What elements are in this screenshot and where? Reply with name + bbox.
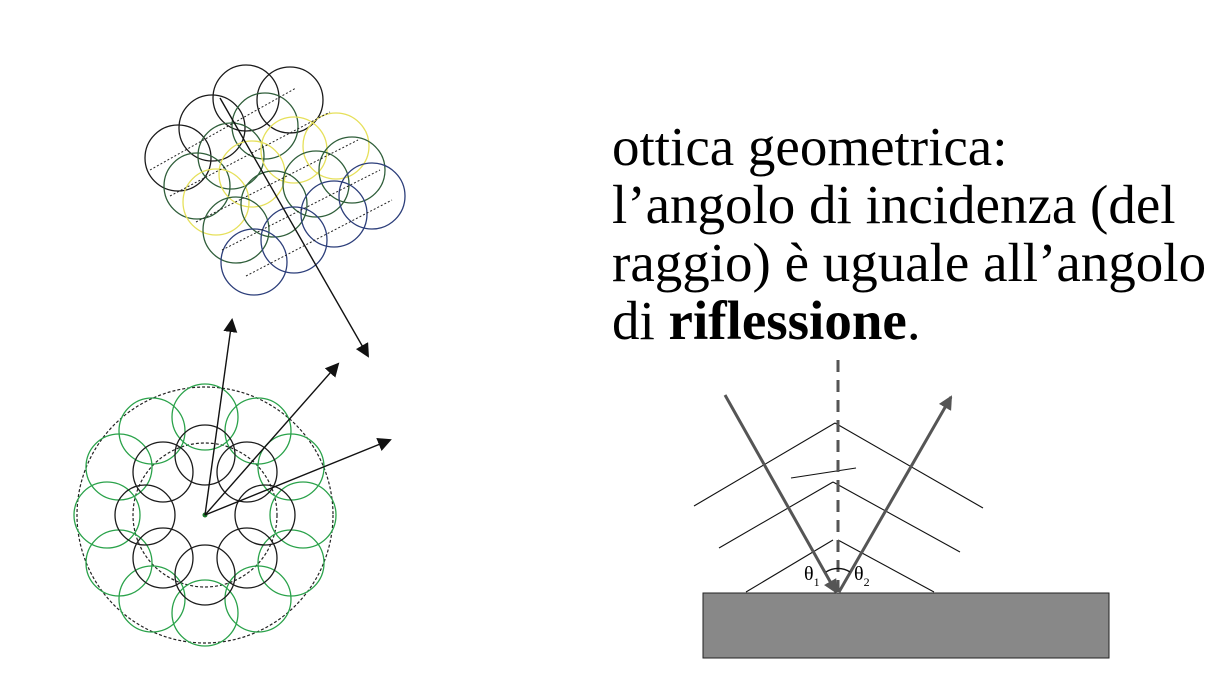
reflected-ray: [837, 395, 953, 593]
wavefront-row-darkgreen-2: [202, 136, 386, 264]
wavefront-row-navy: [220, 162, 406, 296]
wavefronts: [693, 422, 984, 593]
spherical-wave: [73, 318, 392, 647]
plane-wave-lattice: [144, 64, 406, 358]
wavefront-row-black: [144, 64, 324, 192]
theta1-label: θ1: [804, 563, 820, 589]
wavefront-row-darkgreen: [163, 92, 299, 220]
angle-arc: [825, 567, 851, 573]
inner-wavefront: [132, 442, 278, 588]
text-line-2: l’angolo di incidenza (del: [612, 174, 1176, 235]
propagation-arrow: [219, 97, 369, 358]
theta2-label: θ2: [854, 563, 870, 589]
reflection-diagram: θ1 θ2: [693, 360, 1110, 659]
text-line-4-suffix: .: [906, 290, 921, 351]
description-text: ottica geometrica: l’angolo di incidenza…: [612, 116, 1207, 350]
reflecting-surface: [702, 592, 1110, 659]
wavefront-row-yellow: [182, 112, 370, 236]
inner-wavelets: [114, 424, 296, 606]
text-line-3: raggio) è uguale all’angolo: [612, 232, 1207, 293]
radial-rays: [204, 318, 392, 516]
keyword-riflessione: riflessione: [668, 290, 907, 351]
outer-wavefront: [76, 386, 334, 644]
text-line-4: di riflessione.: [612, 292, 1202, 350]
text-line-4-prefix: di: [612, 290, 669, 351]
text-line-1: ottica geometrica:: [612, 116, 1008, 177]
incident-ray: [723, 394, 838, 594]
